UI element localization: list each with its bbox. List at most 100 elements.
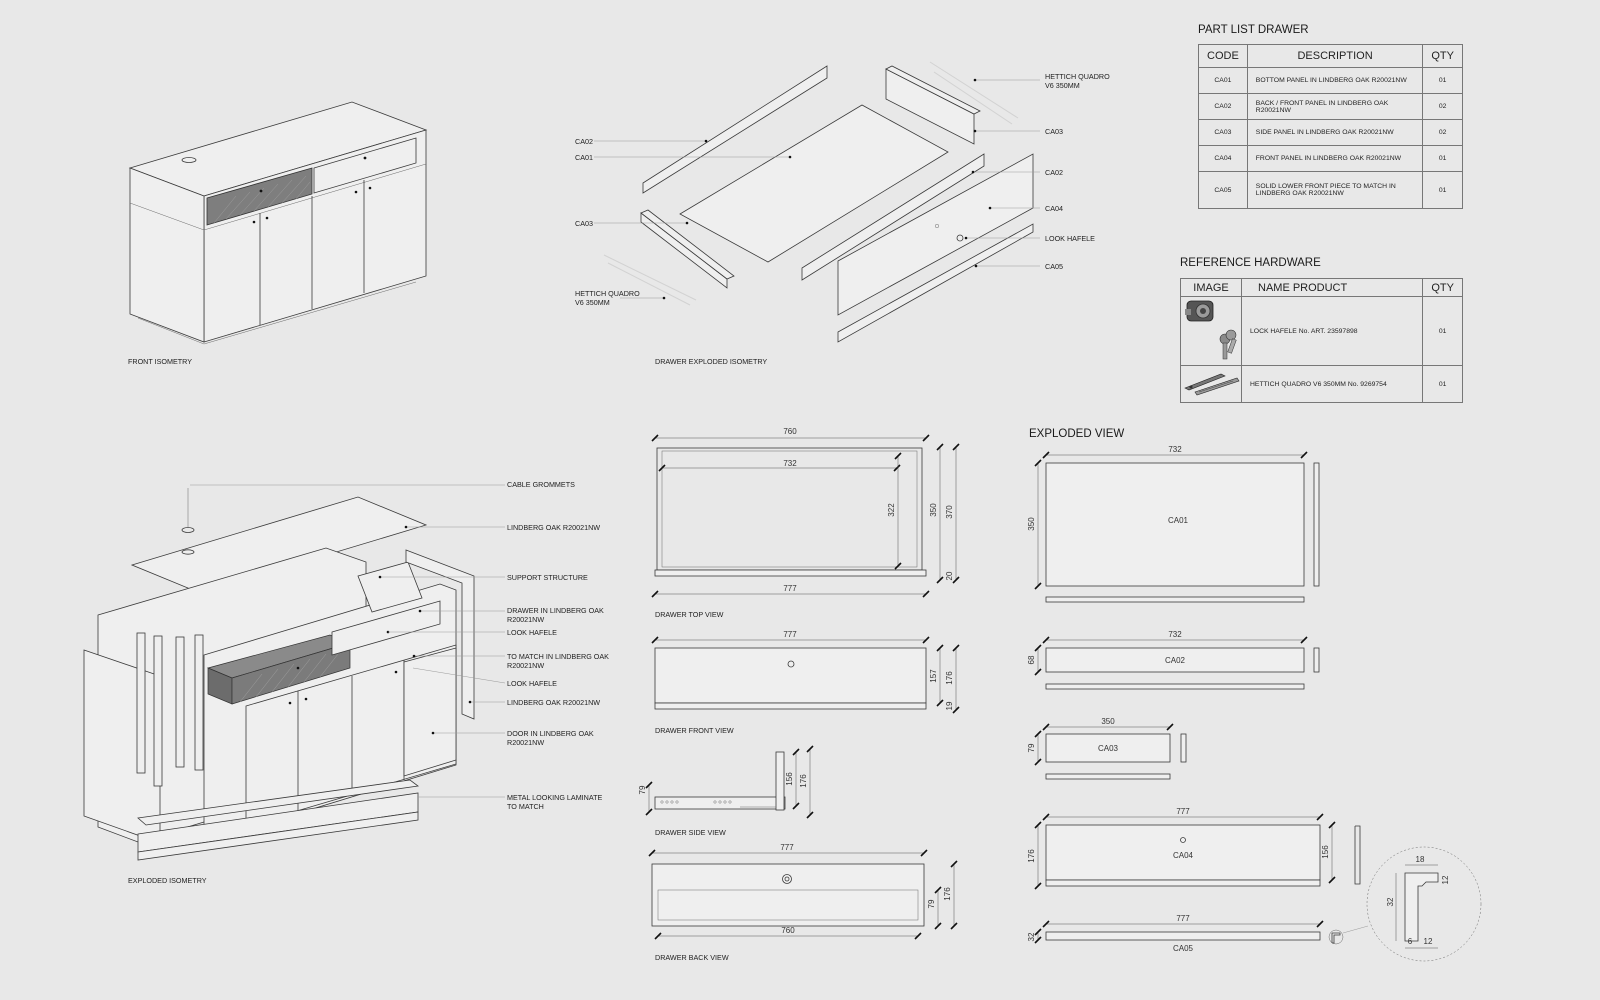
front-isometry-drawing: FRONT ISOMETRY	[128, 101, 428, 366]
dim-ev-68: 68	[1027, 655, 1036, 664]
label-hettich-right-line1: HETTICH QUADRO	[1045, 72, 1110, 81]
part-code: CA05	[1198, 171, 1248, 209]
part-description-line2: LINDBERG OAK R20021NW	[1255, 190, 1344, 197]
part-qty: 02	[1422, 93, 1463, 120]
dim-ev-32: 32	[1027, 932, 1036, 941]
part-qty: 01	[1422, 145, 1463, 172]
dim-front-19: 19	[945, 701, 954, 710]
label-ca02-left: CA02	[575, 137, 593, 146]
table-row: LOCK HAFELE No. ART. 23597898 01	[1180, 296, 1463, 366]
dim-top-322: 322	[887, 503, 896, 517]
label-to-match-line1: TO MATCH IN LINDBERG OAK	[507, 652, 609, 661]
label-hettich-left-line1: HETTICH QUADRO	[575, 289, 640, 298]
dim-top-760: 760	[783, 427, 797, 436]
dim-detail-12b: 12	[1424, 937, 1433, 946]
label-support-structure: SUPPORT STRUCTURE	[507, 573, 588, 582]
dim-ev-79: 79	[1027, 743, 1036, 752]
exploded-view-title: EXPLODED VIEW	[1029, 428, 1124, 440]
dim-ev-350-b: 350	[1101, 717, 1115, 726]
ev-ca02-label: CA02	[1165, 656, 1186, 665]
table-row: CA03 SIDE PANEL IN LINDBERG OAK R20021NW…	[1198, 119, 1463, 146]
ev-ca04-label: CA04	[1173, 851, 1194, 860]
drawer-top-view-drawing: 760 732 322 350 370 20 777 DRAWER TOP VI…	[651, 427, 960, 619]
caption-drawer-exploded-isometry: DRAWER EXPLODED ISOMETRY	[655, 357, 767, 366]
caption-drawer-side-view: DRAWER SIDE VIEW	[655, 828, 726, 837]
part-code: CA02	[1198, 93, 1248, 120]
part-description: SIDE PANEL IN LINDBERG OAK R20021NW	[1246, 119, 1424, 146]
hardware-header-qty: QTY	[1422, 278, 1463, 297]
table-row: CA01 BOTTOM PANEL IN LINDBERG OAK R20021…	[1198, 67, 1463, 94]
dim-detail-12a: 12	[1441, 875, 1450, 884]
label-door-lindberg-line2: R20021NW	[507, 738, 544, 747]
dim-top-370: 370	[945, 505, 954, 519]
dim-top-20: 20	[945, 571, 954, 580]
table-row: CA04 FRONT PANEL IN LINDBERG OAK R20021N…	[1198, 145, 1463, 172]
part-code: CA04	[1198, 145, 1248, 172]
drawer-back-view-drawing: 777 79 176 760 DRAWER BACK VIEW	[648, 843, 958, 962]
dim-detail-6: 6	[1408, 937, 1413, 946]
table-row: CA05 SOLID LOWER FRONT PIECE TO MATCH IN…	[1198, 171, 1463, 209]
dim-ev-350: 350	[1027, 517, 1036, 531]
drawer-exploded-isometry-drawing: CA02 CA01 CA03 HETTICH QUADRO V6 350MM H…	[575, 61, 1110, 366]
caption-front-isometry: FRONT ISOMETRY	[128, 357, 192, 366]
label-to-match-line2: R20021NW	[507, 661, 544, 670]
part-list-header-code: CODE	[1198, 44, 1248, 68]
drawer-front-view-drawing: 777 157 176 19 DRAWER FRONT VIEW	[651, 630, 960, 735]
hardware-header-name: NAME PRODUCT	[1240, 278, 1424, 297]
exploded-view-drawing: EXPLODED VIEW 732 CA01 350 732 CA02 68 3…	[1027, 428, 1482, 962]
dim-side-176: 176	[799, 774, 808, 788]
caption-drawer-front-view: DRAWER FRONT VIEW	[655, 726, 734, 735]
label-look-hafele-1: LOOK HAFELE	[507, 628, 557, 637]
hardware-image-cell	[1180, 296, 1242, 366]
hardware-table: IMAGE NAME PRODUCT QTY LOCK HAFELE No. A…	[1180, 278, 1463, 403]
part-list-header-qty: QTY	[1422, 44, 1463, 68]
part-list-header-description: DESCRIPTION	[1246, 44, 1424, 68]
label-hettich-right-line2: V6 350MM	[1045, 81, 1080, 90]
hardware-name: HETTICH QUADRO V6 350MM No. 9269754	[1240, 365, 1424, 403]
dim-detail-32: 32	[1386, 897, 1395, 906]
label-ca03-left: CA03	[575, 219, 593, 228]
dim-back-176: 176	[943, 887, 952, 901]
label-drawer-lindberg-line2: R20021NW	[507, 615, 544, 624]
part-code: CA01	[1198, 67, 1248, 94]
label-ca03-right: CA03	[1045, 127, 1063, 136]
dim-ev-176: 176	[1027, 849, 1036, 863]
label-lindberg-oak-side: LINDBERG OAK R20021NW	[507, 698, 600, 707]
label-ca02-right: CA02	[1045, 168, 1063, 177]
dim-ev-156: 156	[1321, 845, 1330, 859]
label-lindberg-oak-top: LINDBERG OAK R20021NW	[507, 523, 600, 532]
dim-front-777: 777	[783, 630, 797, 639]
part-description: BOTTOM PANEL IN LINDBERG OAK R20021NW	[1246, 67, 1424, 94]
dim-side-156: 156	[785, 772, 794, 786]
label-ca04-right: CA04	[1045, 204, 1063, 213]
hardware-name: LOCK HAFELE No. ART. 23597898	[1240, 296, 1424, 366]
part-qty: 01	[1422, 67, 1463, 94]
hardware-title: REFERENCE HARDWARE	[1180, 257, 1321, 269]
dim-top-350: 350	[929, 503, 938, 517]
caption-drawer-back-view: DRAWER BACK VIEW	[655, 953, 729, 962]
hardware-qty: 01	[1422, 365, 1463, 403]
label-cable-grommets: CABLE GROMMETS	[507, 480, 575, 489]
hardware-header-row: IMAGE NAME PRODUCT QTY	[1180, 278, 1463, 297]
dim-top-732: 732	[783, 459, 797, 468]
dim-ev-777-a: 777	[1176, 807, 1190, 816]
table-row: CA02 BACK / FRONT PANEL IN LINDBERG OAK …	[1198, 93, 1463, 120]
dim-front-157: 157	[929, 669, 938, 683]
part-qty: 01	[1422, 171, 1463, 209]
part-description: SOLID LOWER FRONT PIECE TO MATCH IN LIND…	[1246, 171, 1424, 209]
part-qty: 02	[1422, 119, 1463, 146]
label-door-lindberg-line1: DOOR IN LINDBERG OAK	[507, 729, 594, 738]
caption-exploded-isometry: EXPLODED ISOMETRY	[128, 876, 207, 885]
part-code: CA03	[1198, 119, 1248, 146]
dim-detail-18: 18	[1416, 855, 1425, 864]
dim-ev-732-b: 732	[1168, 630, 1182, 639]
label-look-hafele: LOOK HAFELE	[1045, 234, 1095, 243]
label-hettich-left-line2: V6 350MM	[575, 298, 610, 307]
dim-back-760: 760	[781, 926, 795, 935]
part-description: BACK / FRONT PANEL IN LINDBERG OAK R2002…	[1246, 93, 1424, 120]
drawer-side-view-drawing: 79 156 176 DRAWER SIDE VIEW	[638, 745, 814, 837]
table-row: HETTICH QUADRO V6 350MM No. 9269754 01	[1180, 365, 1463, 403]
dim-ev-732-a: 732	[1168, 445, 1182, 454]
part-list-table: CODE DESCRIPTION QTY CA01 BOTTOM PANEL I…	[1198, 44, 1463, 209]
